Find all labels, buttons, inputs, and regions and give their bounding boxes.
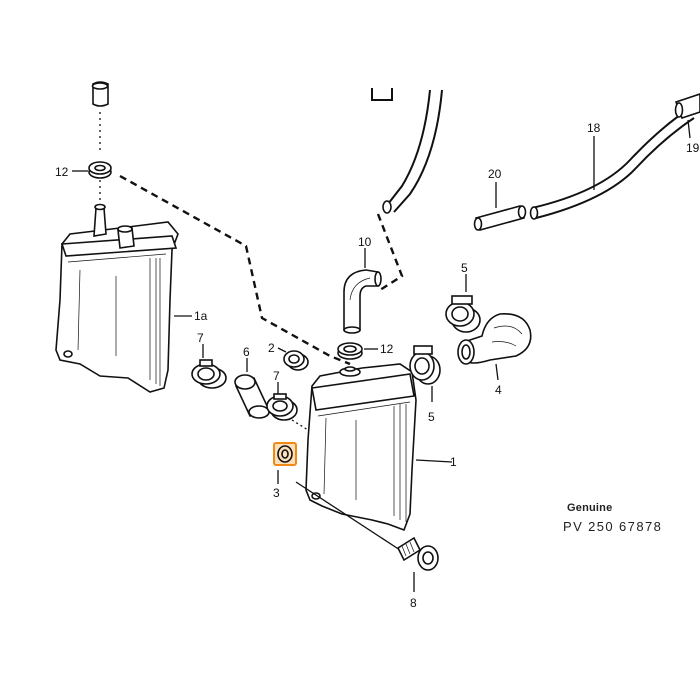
callout-4: 4 [495, 383, 502, 397]
grommet-2[interactable] [283, 350, 309, 371]
callout-19: 19 [686, 141, 700, 155]
callout-6: 6 [243, 345, 250, 359]
callout-10: 10 [358, 235, 372, 249]
part-number-label: PV 250 67878 [563, 519, 663, 534]
pipe-20[interactable] [473, 205, 527, 231]
callout-3: 3 [273, 486, 280, 500]
reservoir-1a[interactable] [55, 203, 179, 393]
leader-2 [277, 347, 287, 353]
o-ring-3[interactable] [273, 442, 297, 466]
dashed-connection-left [119, 174, 351, 366]
callout-12-main: 12 [380, 342, 394, 356]
hose-18[interactable] [529, 107, 695, 220]
hose-clamp-7-left[interactable] [191, 359, 227, 389]
callout-7-left: 7 [197, 331, 204, 345]
callout-7-right: 7 [273, 369, 280, 383]
genuine-label: Genuine [567, 502, 613, 514]
leader-4 [495, 363, 499, 381]
clamp-12-main[interactable] [337, 342, 363, 360]
callout-1: 1 [450, 455, 457, 469]
leader-clamp-to-reservoir [291, 419, 309, 431]
leader-19 [687, 119, 691, 139]
callout-18: 18 [587, 121, 601, 135]
hose-vertical[interactable] [382, 89, 443, 214]
reservoir-1[interactable] [305, 363, 417, 532]
leader-1 [415, 459, 453, 463]
bolt-8[interactable] [295, 481, 439, 571]
hose-clamp-5-lower[interactable] [409, 345, 441, 385]
callout-20: 20 [488, 167, 502, 181]
dashed-connection-right [376, 213, 404, 292]
callout-2: 2 [268, 341, 275, 355]
elbow-hose-4[interactable] [457, 313, 532, 365]
fitting-19[interactable] [674, 93, 700, 120]
hose-clamp-7-right[interactable] [266, 393, 298, 421]
hose-bracket-top [371, 88, 393, 101]
callout-8: 8 [410, 596, 417, 610]
callout-1a: 1a [194, 309, 208, 323]
callout-5-upper: 5 [461, 261, 468, 275]
tube-6[interactable] [234, 374, 270, 419]
elbow-hose-10[interactable] [343, 269, 382, 334]
hose-clamp-5-upper[interactable] [445, 295, 481, 333]
sealing-ring-12-left[interactable] [88, 161, 112, 179]
callout-5-lower: 5 [428, 410, 435, 424]
callout-12-left: 12 [55, 165, 69, 179]
reservoir-cap-top[interactable] [91, 81, 109, 107]
